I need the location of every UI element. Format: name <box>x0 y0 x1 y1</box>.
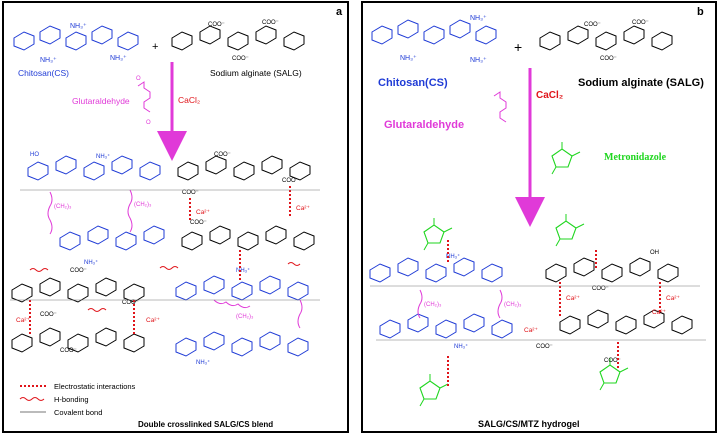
svg-text:HO: HO <box>30 152 39 158</box>
chitosan-label-a: Chitosan(CS) <box>18 68 69 78</box>
svg-text:NH₃⁺: NH₃⁺ <box>196 359 210 366</box>
alginate-label-b: Sodium alginate (SALG) <box>578 77 704 89</box>
svg-text:COO⁻: COO⁻ <box>632 20 649 26</box>
svg-text:COO⁻: COO⁻ <box>190 220 207 226</box>
glutaraldehyde-label-a: Glutaraldehyde <box>72 96 130 106</box>
glutaraldehyde-structure-a: O O <box>136 76 151 126</box>
svg-text:COO⁻: COO⁻ <box>208 22 225 28</box>
alginate-structure-b: COO⁻ COO⁻ COO⁻ <box>539 20 673 62</box>
plus-sign-b: + <box>514 39 522 55</box>
ca-ion-b-2: Ca²⁺ <box>666 295 680 302</box>
network-b: NH₃⁺ COO⁻ OH NH₃⁺ COO⁻ COO⁻ (CH₂)₃ (CH₂)… <box>369 213 706 407</box>
svg-text:NH₃⁺: NH₃⁺ <box>84 259 98 266</box>
panel-b-frame <box>361 1 717 433</box>
cacl2-label-a: CaCl₂ <box>178 95 200 105</box>
ca-ion-b-1: Ca²⁺ <box>566 295 580 302</box>
svg-text:COO⁻: COO⁻ <box>592 286 609 292</box>
glutaraldehyde-label-b: Glutaraldehyde <box>384 119 464 131</box>
svg-text:(CH₂)₃: (CH₂)₃ <box>504 302 522 308</box>
chitosan-label-b: Chitosan(CS) <box>378 77 448 89</box>
ca-ion-a-4: Ca²⁺ <box>296 205 310 212</box>
svg-text:COO⁻: COO⁻ <box>604 358 621 364</box>
chitosan-structure: NH₃⁺ NH₃⁺ NH₃⁺ <box>13 23 139 64</box>
svg-text:COO⁻: COO⁻ <box>214 152 231 158</box>
svg-text:O: O <box>136 76 141 82</box>
svg-text:COO⁻: COO⁻ <box>70 268 87 274</box>
metronidazole-label: Metronidazole <box>604 152 667 163</box>
svg-text:COO⁻: COO⁻ <box>182 190 199 196</box>
svg-text:COO⁻: COO⁻ <box>584 22 601 28</box>
svg-text:COO⁻: COO⁻ <box>536 344 553 350</box>
ca-ion-a-1: Ca²⁺ <box>196 209 210 216</box>
plus-sign-a: + <box>152 41 158 53</box>
svg-text:COO⁻: COO⁻ <box>232 56 249 62</box>
ca-ion-a-2: Ca²⁺ <box>16 317 30 324</box>
alginate-label-a: Sodium alginate (SALG) <box>210 68 302 78</box>
cacl2-label-b: CaCl₂ <box>536 90 563 101</box>
caption-a: Double crosslinked SALG/CS blend <box>138 420 273 429</box>
svg-text:OH: OH <box>650 250 659 256</box>
svg-text:COO⁻: COO⁻ <box>282 178 299 184</box>
caption-b: SALG/CS/MTZ hydrogel <box>478 419 580 429</box>
ca-ion-b-3: Ca²⁺ <box>524 327 538 334</box>
legend-label-hbond: H-bonding <box>54 395 89 404</box>
svg-text:(CH₂)₃: (CH₂)₃ <box>424 302 442 308</box>
svg-text:COO⁻: COO⁻ <box>60 348 77 354</box>
svg-text:COO⁻: COO⁻ <box>40 312 57 318</box>
svg-text:COO⁻: COO⁻ <box>122 300 139 306</box>
panel-a: a NH₃⁺ NH₃⁺ NH₃⁺ + COO⁻ COO⁻ COO⁻ Chitos… <box>2 1 349 433</box>
svg-text:(CH₂)₃: (CH₂)₃ <box>54 204 72 210</box>
panel-a-letter: a <box>336 6 343 18</box>
panel-a-frame <box>2 1 349 433</box>
svg-text:NH₃⁺: NH₃⁺ <box>470 15 487 22</box>
svg-text:NH₃⁺: NH₃⁺ <box>236 267 250 274</box>
svg-text:COO⁻: COO⁻ <box>262 20 279 26</box>
alginate-structure: COO⁻ COO⁻ COO⁻ <box>171 20 305 62</box>
svg-text:O: O <box>146 120 151 126</box>
svg-text:NH₃⁺: NH₃⁺ <box>96 153 110 160</box>
svg-text:(CH₂)₃: (CH₂)₃ <box>236 314 254 320</box>
ca-ion-b-4: Ca²⁺ <box>652 309 666 316</box>
glutaraldehyde-structure-b <box>493 91 507 123</box>
svg-text:COO⁻: COO⁻ <box>600 56 617 62</box>
panel-b: b NH₃⁺ NH₃⁺ NH₃⁺ + COO⁻ COO⁻ COO⁻ Chitos… <box>361 1 717 433</box>
legend-swatch-hbond <box>19 397 45 401</box>
network-a: NH₃⁺ HO COO⁻ COO⁻ COO⁻ NH₃⁺ COO⁻ NH₃⁺ <box>10 152 320 366</box>
svg-text:NH₃⁺: NH₃⁺ <box>400 55 417 62</box>
svg-text:NH₃⁺: NH₃⁺ <box>40 57 57 64</box>
ca-ion-a-3: Ca²⁺ <box>146 317 160 324</box>
legend: Electrostatic interactions H-bonding Cov… <box>19 382 136 417</box>
svg-text:NH₃⁺: NH₃⁺ <box>110 55 127 62</box>
svg-text:NH₃⁺: NH₃⁺ <box>446 253 460 260</box>
panel-b-letter: b <box>697 6 704 18</box>
svg-text:(CH₂)₃: (CH₂)₃ <box>134 202 152 208</box>
chitosan-structure-b: NH₃⁺ NH₃⁺ NH₃⁺ <box>371 15 497 64</box>
svg-text:NH₃⁺: NH₃⁺ <box>70 23 87 30</box>
legend-label-covalent: Covalent bond <box>54 408 102 417</box>
metronidazole-structure <box>551 141 581 175</box>
svg-text:NH₃⁺: NH₃⁺ <box>470 57 487 64</box>
legend-label-electrostatic: Electrostatic interactions <box>54 382 136 391</box>
svg-text:NH₃⁺: NH₃⁺ <box>454 343 468 350</box>
